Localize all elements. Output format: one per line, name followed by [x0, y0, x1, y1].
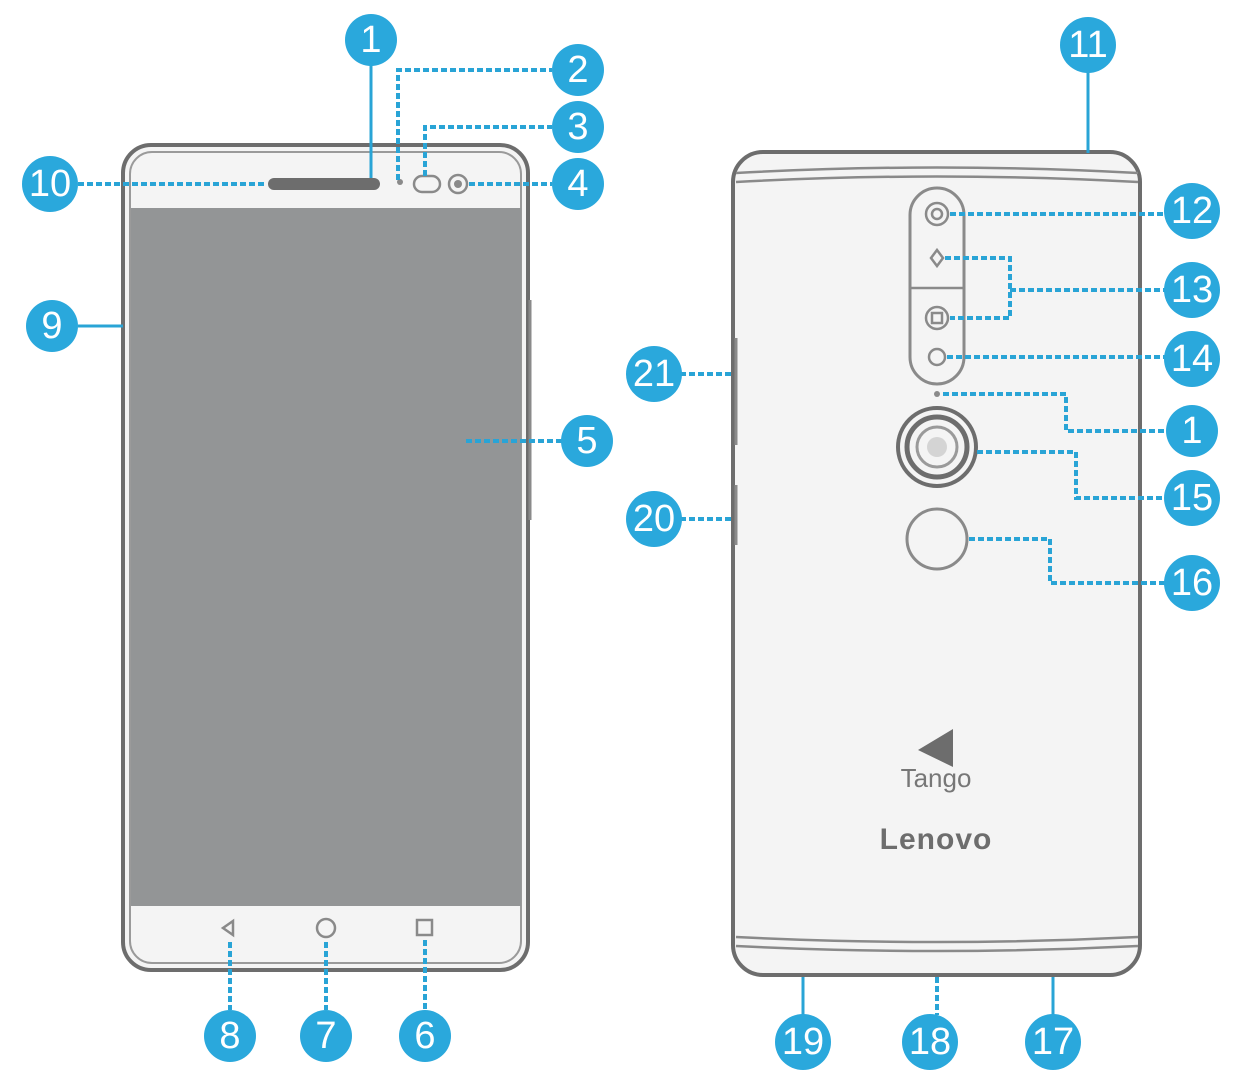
back-bottom-band-2 — [735, 944, 1139, 953]
svg-text:19: 19 — [782, 1021, 824, 1063]
proximity-sensor — [397, 179, 403, 185]
svg-text:11: 11 — [1068, 24, 1107, 66]
callout-14: 14 — [1164, 331, 1220, 387]
svg-text:9: 9 — [41, 305, 62, 347]
svg-text:2: 2 — [567, 49, 588, 91]
svg-text:5: 5 — [576, 420, 597, 462]
fingerprint-sensor-icon — [905, 507, 969, 571]
front-view: 1 2 3 4 5 6 7 8 9 10 — [22, 14, 613, 1062]
back-top-band-2 — [735, 175, 1139, 184]
callout-5: 5 — [561, 415, 613, 467]
svg-text:17: 17 — [1032, 1021, 1074, 1063]
callout-12: 12 — [1164, 183, 1220, 239]
callout-17: 17 — [1025, 1014, 1081, 1070]
svg-text:10: 10 — [29, 163, 71, 205]
svg-text:6: 6 — [414, 1015, 435, 1057]
callout-10: 10 — [22, 156, 78, 212]
callout-18: 18 — [902, 1014, 958, 1070]
svg-text:18: 18 — [909, 1021, 951, 1063]
back-bottom-band — [735, 935, 1139, 944]
back-icon — [220, 918, 235, 938]
home-icon — [315, 917, 337, 939]
callout-20: 20 — [626, 491, 682, 547]
earpiece — [268, 178, 380, 190]
callout-11: 11 — [1060, 17, 1116, 73]
callout-15: 15 — [1164, 470, 1220, 526]
callout-1-front: 1 — [345, 14, 397, 66]
callout-7: 7 — [300, 1010, 352, 1062]
svg-text:16: 16 — [1171, 562, 1213, 604]
svg-text:13: 13 — [1171, 269, 1213, 311]
svg-text:1: 1 — [1181, 410, 1202, 452]
back-top-band — [735, 166, 1139, 175]
callout-1-back: 1 — [1166, 405, 1218, 457]
callout-9: 9 — [26, 300, 78, 352]
svg-text:4: 4 — [567, 163, 588, 205]
back-mic-dot — [934, 391, 940, 397]
svg-text:20: 20 — [633, 498, 675, 540]
lenovo-logo: Lenovo — [880, 823, 993, 856]
recents-icon — [415, 918, 434, 937]
svg-text:1: 1 — [360, 19, 381, 61]
svg-text:15: 15 — [1171, 477, 1213, 519]
fisheye-camera — [896, 406, 978, 488]
svg-text:7: 7 — [315, 1015, 336, 1057]
rear-camera-icon — [924, 201, 950, 227]
callout-19: 19 — [775, 1014, 831, 1070]
callout-2: 2 — [552, 44, 604, 96]
callout-21: 21 — [626, 346, 682, 402]
callout-13: 13 — [1164, 262, 1220, 318]
callout-8: 8 — [204, 1010, 256, 1062]
svg-text:3: 3 — [567, 106, 588, 148]
svg-text:8: 8 — [219, 1015, 240, 1057]
back-view: Tango Lenovo 11 12 13 14 1 15 16 17 18 1… — [626, 17, 1220, 1070]
svg-text:12: 12 — [1171, 190, 1213, 232]
svg-text:21: 21 — [633, 353, 675, 395]
callout-16: 16 — [1164, 555, 1220, 611]
flash-icon — [929, 247, 945, 269]
callout-4: 4 — [552, 158, 604, 210]
ir-emitter — [927, 347, 947, 367]
depth-sensor-icon — [924, 305, 950, 331]
camera-module — [908, 186, 966, 386]
front-camera-icon — [447, 173, 469, 195]
front-screen — [131, 208, 521, 906]
tango-label: Tango — [901, 763, 972, 793]
callout-3: 3 — [552, 101, 604, 153]
callout-6: 6 — [399, 1010, 451, 1062]
tango-logo-icon — [918, 729, 953, 767]
svg-text:14: 14 — [1171, 338, 1213, 380]
